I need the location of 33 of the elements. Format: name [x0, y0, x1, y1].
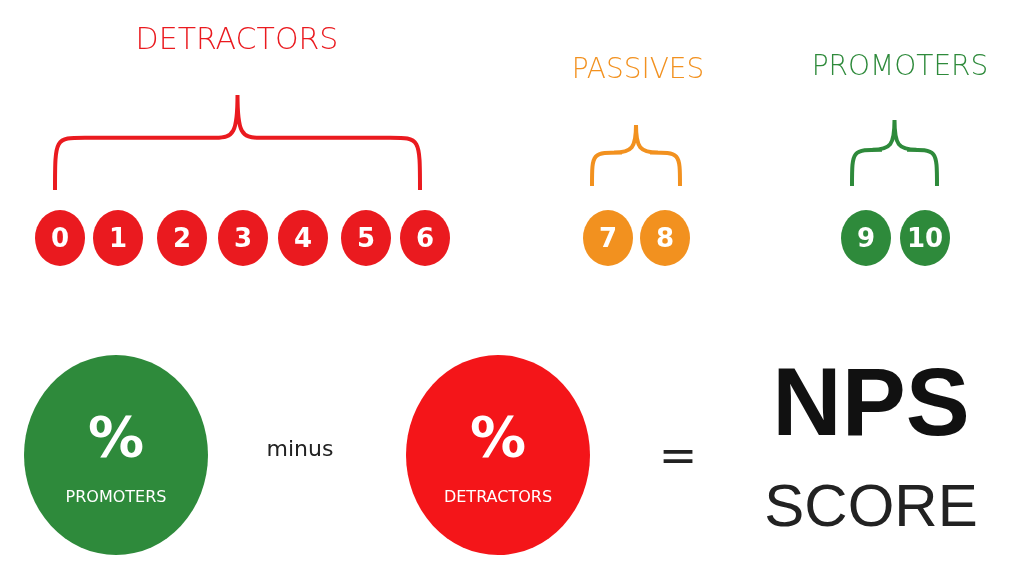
score-circle: [93, 210, 143, 266]
percent-sign: %: [87, 408, 145, 465]
score-number: 3: [233, 223, 253, 253]
score-circle: [900, 210, 950, 266]
score-number: 0: [50, 223, 70, 253]
percent-sign: %: [469, 408, 527, 465]
score-number: 1: [108, 223, 128, 253]
category-label: DETRACTORS: [443, 486, 553, 506]
score-circle: [583, 210, 633, 266]
score-number: 10: [906, 223, 944, 253]
result-subtitle: SCORE: [764, 470, 978, 540]
score-circle: [35, 210, 85, 266]
equals-sign: =: [658, 428, 698, 482]
score-circle: [400, 210, 450, 266]
category-label: PROMOTERS: [65, 486, 167, 506]
operator-word: minus: [266, 435, 334, 461]
result-title: NPS: [772, 347, 970, 457]
score-circle: [278, 210, 328, 266]
score-number: 7: [598, 223, 618, 253]
score-circle: [341, 210, 391, 266]
group-heading: PROMOTERS: [811, 48, 989, 82]
group-heading: DETRACTORS: [135, 20, 339, 56]
score-number: 4: [293, 223, 313, 253]
score-number: 8: [655, 223, 675, 253]
group-heading: PASSIVES: [571, 51, 705, 85]
score-circle: [640, 210, 690, 266]
score-number: 6: [415, 223, 435, 253]
score-number: 5: [356, 223, 376, 253]
score-number: 9: [856, 223, 876, 253]
score-circle: [157, 210, 207, 266]
score-circle: [218, 210, 268, 266]
score-circle: [841, 210, 891, 266]
score-number: 2: [172, 223, 192, 253]
